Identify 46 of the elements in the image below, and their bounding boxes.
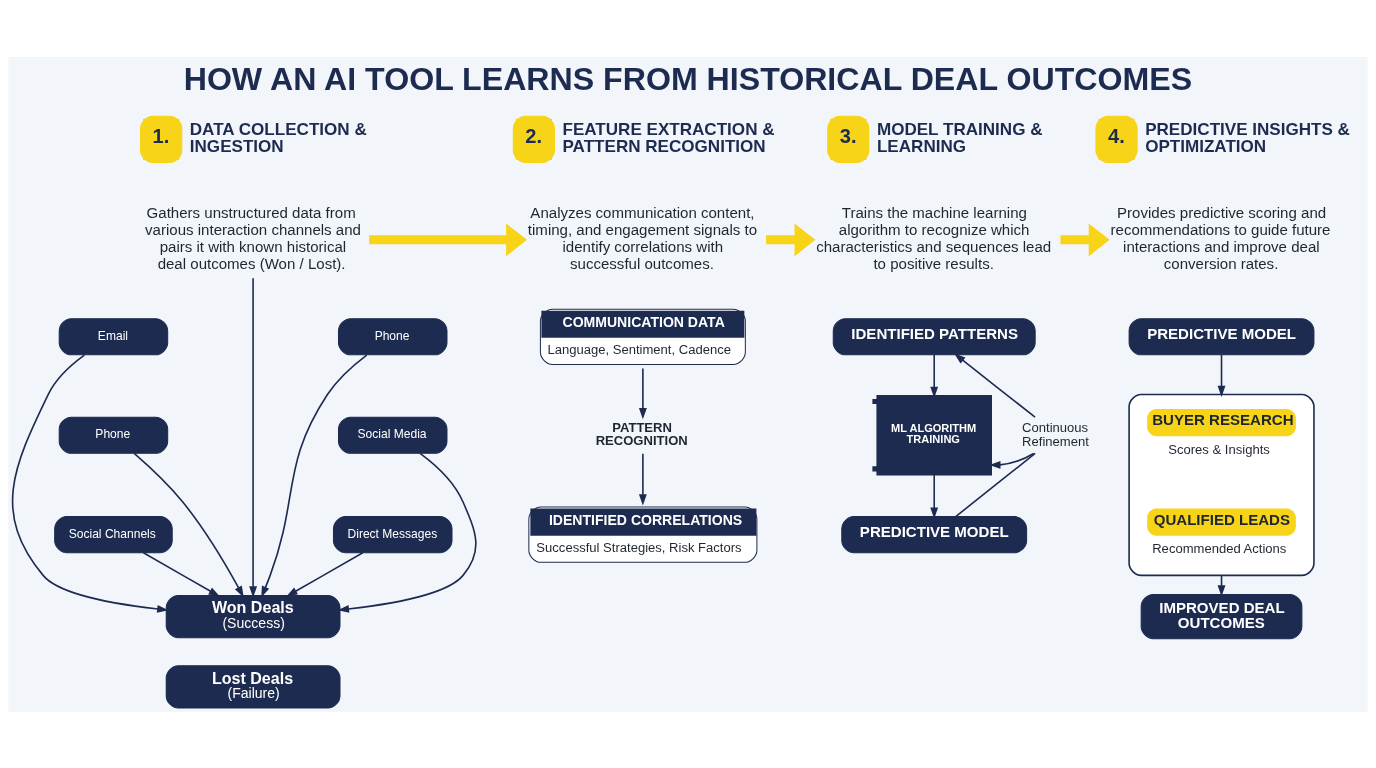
arrow [369, 222, 527, 256]
node-text: Continuous Refinement [1022, 419, 1089, 449]
node-box: Phone [58, 416, 169, 454]
arrow [638, 452, 647, 505]
cluster [1128, 393, 1315, 576]
node-text: Gathers unstructured data from various interaction channels and pairs it with known historical deal outcomes (Won / Lost). [145, 203, 361, 272]
arrow [142, 551, 220, 597]
arrow [930, 473, 939, 519]
node-text: Analyzes communication content, timing, and engagement signals to identify correlations with successful outcomes. [527, 203, 758, 272]
node-box: Lost Deals (Failure) [165, 664, 341, 708]
arrow [766, 222, 816, 256]
node-box: QUALIFIED LEADS [1147, 508, 1296, 536]
node-text: Provides predictive scoring and recommendations to guide future interactions and improve deal conversion rates. [1110, 203, 1331, 272]
node-box: Won Deals (Success) [165, 594, 341, 638]
node-box: PREDICTIVE MODEL [841, 515, 1028, 553]
arrow [930, 353, 939, 398]
node-label: FEATURE EXTRACTION & PATTERN RECOGNITION [562, 119, 775, 156]
arrow [1217, 353, 1226, 397]
node-box: BUYER RESEARCH [1147, 408, 1296, 436]
arrow [286, 551, 364, 597]
arrow [989, 452, 1035, 469]
node-label: DATA COLLECTION & INGESTION [189, 119, 367, 156]
node-box: Social Media [338, 416, 448, 454]
node-label: Scores & Insights [1168, 441, 1270, 457]
node-box: PREDICTIVE MODEL [1128, 317, 1315, 355]
node-text: Trains the machine learning algorithm to recognize which characteristics and sequences lead to positive results. [816, 203, 1052, 272]
connector [955, 452, 1036, 517]
node-label: MODEL TRAINING & LEARNING [876, 119, 1043, 156]
arrow [261, 353, 368, 597]
arrow [638, 367, 647, 419]
arrow [249, 276, 258, 598]
node-box: Direct Messages [332, 515, 453, 553]
arrow [1060, 222, 1110, 256]
node-box: Phone [338, 317, 448, 355]
node-box: IDENTIFIED PATTERNS [832, 317, 1036, 355]
node-box: IMPROVED DEAL OUTCOMES [1140, 593, 1303, 639]
diagram-title: HOW AN AI TOOL LEARNS FROM HISTORICAL DEAL OUTCOMES [183, 60, 1193, 97]
node-text: PATTERN RECOGNITION [595, 419, 688, 448]
node-label: Recommended Actions [1152, 540, 1287, 556]
arrow [133, 452, 244, 597]
node-label: PREDICTIVE INSIGHTS & OPTIMIZATION [1145, 119, 1350, 156]
node-box: Email [58, 317, 169, 355]
arrow [11, 353, 169, 613]
node-box: Social Channels [54, 515, 173, 553]
arrow [337, 452, 477, 613]
arrow [954, 353, 1036, 418]
